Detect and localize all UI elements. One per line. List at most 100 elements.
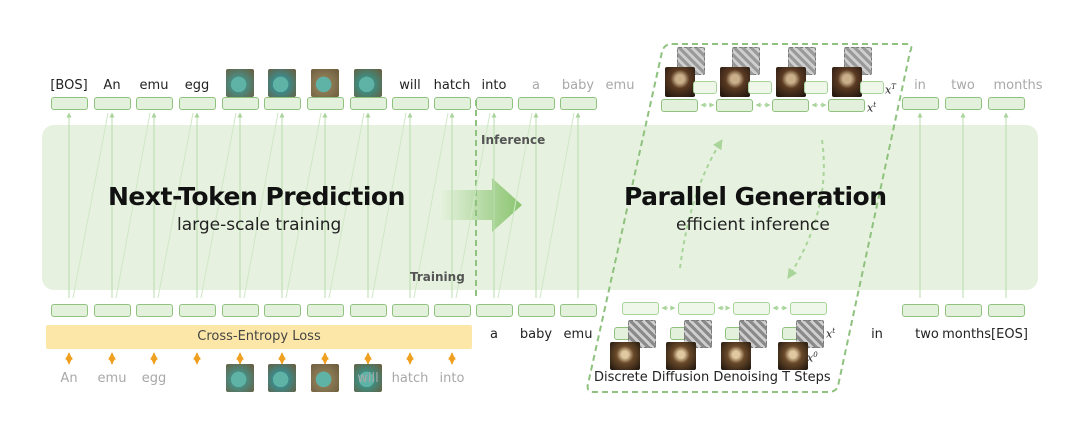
top-token-box bbox=[434, 97, 471, 110]
bottom-token-baby: baby bbox=[519, 327, 553, 342]
top-token-an: An bbox=[103, 78, 121, 93]
egg-image-top bbox=[354, 69, 382, 97]
diagonal-connector bbox=[413, 112, 449, 299]
loss-target-into: into bbox=[439, 371, 465, 386]
bottom-token-box bbox=[136, 304, 173, 317]
bottom-token-box bbox=[476, 304, 513, 317]
xt-light-box bbox=[678, 302, 715, 315]
bottom-token-box bbox=[94, 304, 131, 317]
xt-light-box bbox=[733, 302, 770, 315]
right-panel-title: Parallel Generation bbox=[624, 182, 887, 211]
top-token-in: in bbox=[914, 78, 926, 93]
clean-frame-bottom bbox=[610, 342, 640, 370]
top-token-box bbox=[307, 97, 344, 110]
bottom-token-box bbox=[264, 304, 301, 317]
x-0-label: x0 bbox=[807, 351, 818, 365]
egg-image-bottom bbox=[311, 364, 339, 392]
x-T-label: xT bbox=[885, 83, 896, 97]
top-token-will: will bbox=[399, 78, 421, 93]
loss-target-egg: egg bbox=[141, 371, 167, 386]
top-token-box bbox=[518, 97, 555, 110]
egg-image-bottom bbox=[226, 364, 254, 392]
generated-frame-top bbox=[720, 67, 750, 97]
left-panel-title: Next-Token Prediction bbox=[108, 182, 405, 211]
xt-light-box bbox=[790, 302, 827, 315]
top-token-baby: baby bbox=[561, 78, 595, 93]
diagonal-connector bbox=[285, 112, 322, 299]
generated-frame-top bbox=[776, 67, 806, 97]
top-token-emu-gray: emu bbox=[605, 78, 635, 93]
bottom-token-box bbox=[51, 304, 88, 317]
bottom-token-in: in bbox=[871, 327, 883, 342]
xT-box bbox=[860, 81, 884, 94]
right-panel-subtitle: efficient inference bbox=[676, 215, 830, 235]
xt-top-box bbox=[828, 99, 865, 112]
top-token-box bbox=[350, 97, 387, 110]
transition-arrow bbox=[440, 178, 522, 232]
top-token-box bbox=[51, 97, 88, 110]
top-token-two: two bbox=[951, 78, 975, 93]
diagonal-connector bbox=[115, 112, 151, 299]
clean-frame-bottom bbox=[778, 342, 808, 370]
diagonal-connector bbox=[455, 112, 491, 299]
generated-frame-top bbox=[832, 67, 862, 97]
top-token-egg: egg bbox=[184, 78, 210, 93]
top-token-box bbox=[136, 97, 173, 110]
training-label: Training bbox=[410, 270, 465, 284]
diagonal-connector bbox=[157, 112, 194, 299]
cross-entropy-loss-label: Cross-Entropy Loss bbox=[197, 329, 321, 344]
diagonal-connector bbox=[497, 112, 533, 299]
noisy-mask-bottom bbox=[796, 320, 824, 348]
bottom-token-box bbox=[560, 304, 597, 317]
top-right-box bbox=[988, 97, 1025, 110]
top-token-box bbox=[392, 97, 429, 110]
top-token-box bbox=[560, 97, 597, 110]
bottom-token-box bbox=[222, 304, 259, 317]
egg-image-top bbox=[311, 69, 339, 97]
denoise-up-arrow bbox=[679, 139, 723, 269]
egg-image-bottom bbox=[268, 364, 296, 392]
top-token-box bbox=[264, 97, 301, 110]
x-t-top-label: xt bbox=[867, 101, 877, 115]
diagonal-connector bbox=[72, 112, 109, 299]
top-token-into: into bbox=[481, 78, 507, 93]
loss-target-hatch: hatch bbox=[391, 371, 429, 386]
loss-target-an: An bbox=[60, 371, 78, 386]
top-token-hatch: hatch bbox=[433, 78, 471, 93]
diagonal-connector bbox=[243, 112, 279, 299]
bottom-token-two: two bbox=[915, 327, 939, 342]
xt-light-box bbox=[622, 302, 659, 315]
generation-frame bbox=[586, 43, 913, 393]
x-t-bottom-label: xt bbox=[826, 327, 836, 341]
bottom-token-box bbox=[434, 304, 471, 317]
bottom-token-emu: emu bbox=[563, 327, 593, 342]
egg-image-top bbox=[226, 69, 254, 97]
xT-box bbox=[748, 81, 772, 94]
diagonal-connector bbox=[200, 112, 237, 299]
bottom-token-box bbox=[392, 304, 429, 317]
loss-bar bbox=[46, 325, 472, 349]
top-right-box bbox=[945, 97, 982, 110]
bottom-token-a: a bbox=[490, 327, 498, 342]
xt-top-box bbox=[772, 99, 809, 112]
bottom-right-box bbox=[902, 304, 939, 317]
top-token-bos: [BOS] bbox=[50, 78, 88, 93]
xt-top-box bbox=[716, 99, 753, 112]
diagonal-connector bbox=[371, 112, 407, 299]
bottom-right-box bbox=[988, 304, 1025, 317]
top-token-months: months bbox=[993, 78, 1043, 93]
bottom-token-box bbox=[518, 304, 555, 317]
bottom-token-box bbox=[350, 304, 387, 317]
clean-frame-bottom bbox=[666, 342, 696, 370]
top-token-emu: emu bbox=[139, 78, 169, 93]
inference-label: Inference bbox=[481, 133, 546, 147]
top-token-box bbox=[476, 97, 513, 110]
top-token-box bbox=[179, 97, 216, 110]
bottom-token-box bbox=[307, 304, 344, 317]
main-panel bbox=[42, 125, 1038, 290]
diagonal-connector bbox=[328, 112, 365, 299]
bottom-token-months-eos: months[EOS] bbox=[942, 327, 1028, 342]
left-panel-subtitle: large-scale training bbox=[177, 215, 342, 235]
